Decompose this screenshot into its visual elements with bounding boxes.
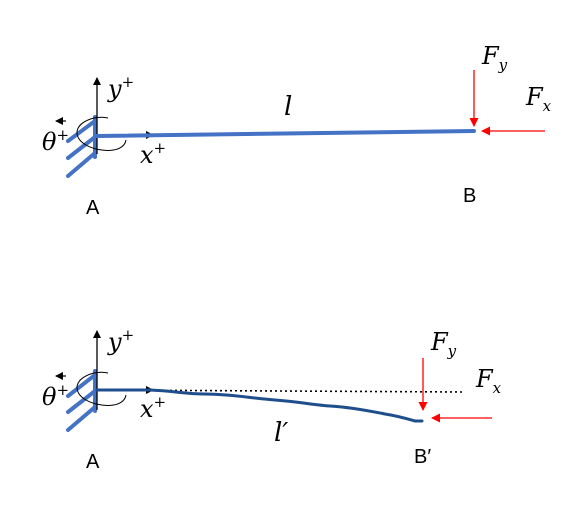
axis-x-label-top: x+ [140,139,166,169]
force-x-label-bottom: Fx [475,365,502,397]
rotation-arc-bottom [76,371,127,406]
deformed-beam-diagram: y+ x+ θ+ l′ Fy Fx A B′ [42,326,502,473]
angle-label-bottom: θ+ [42,381,69,411]
fixed-support-top [66,115,97,178]
axis-x-label-bottom: x+ [140,393,166,423]
undeformed-beam-diagram: y+ x+ θ+ l Fy Fx A B [42,42,552,219]
axis-y-label-top: y+ [107,73,134,103]
support-label-top: A [86,197,100,219]
deformed-beam [95,388,424,423]
length-label-bottom: l′ [274,418,288,448]
rotation-arc-top [76,116,127,151]
force-y-label-bottom: Fy [430,328,457,360]
fixed-support-bottom [66,369,97,432]
end-label-top: B [463,185,476,207]
angle-label-top: θ+ [42,126,69,156]
force-x-label-top: Fx [525,83,552,115]
force-y-label-top: Fy [481,42,508,74]
support-label-bottom: A [86,451,100,473]
end-label-bottom: B′ [414,446,431,468]
beam-top [95,129,476,138]
axis-y-label-bottom: y+ [107,326,134,356]
length-label-top: l [284,92,292,122]
